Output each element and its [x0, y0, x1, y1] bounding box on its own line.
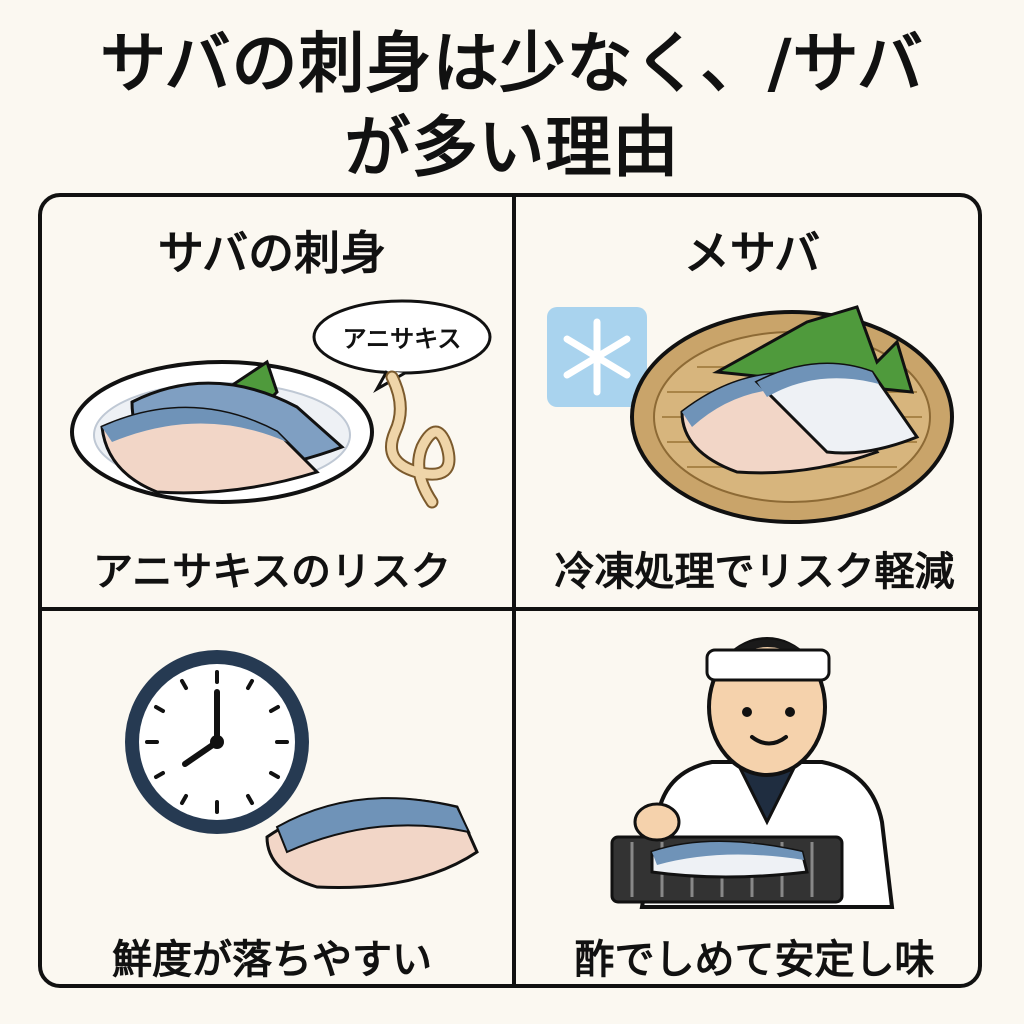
title-line-2: が多い理由: [344, 109, 680, 186]
page-title: サバの刺身は少なく、/サバ が多い理由: [0, 22, 1024, 190]
saba-fillet-illustration: [265, 797, 479, 890]
panel-heading-shimesaba: メサバ: [683, 226, 821, 280]
grid-divider-horizontal: [42, 607, 978, 611]
sashimi-plate-illustration: [70, 359, 374, 504]
title-line-1: サバの刺身は少なく、/サバ: [100, 25, 924, 102]
comparison-grid: サバの刺身 アニサキス アニサキスのリスク メサバ: [38, 193, 982, 988]
anisakis-illustration: [312, 299, 492, 509]
caption-freezing-reduces-risk: 冷凍処理でリスク軽減: [554, 549, 955, 595]
grid-divider-vertical: [512, 197, 516, 984]
caption-freshness-drops: 鮮度が落ちやすい: [112, 937, 432, 983]
panel-heading-sashimi: サバの刺身: [157, 226, 387, 280]
snowflake-icon: [547, 307, 647, 407]
clock-icon: [125, 650, 309, 834]
caption-anisakis-risk: アニサキスのリスク: [93, 549, 451, 595]
shimesaba-bamboo-plate-illustration: [630, 305, 954, 524]
caption-vinegar-cured-stable-taste: 酢でしめて安定し味: [574, 937, 935, 983]
chef-illustration: [610, 637, 895, 909]
anisakis-bubble-label: アニサキス: [342, 325, 462, 353]
